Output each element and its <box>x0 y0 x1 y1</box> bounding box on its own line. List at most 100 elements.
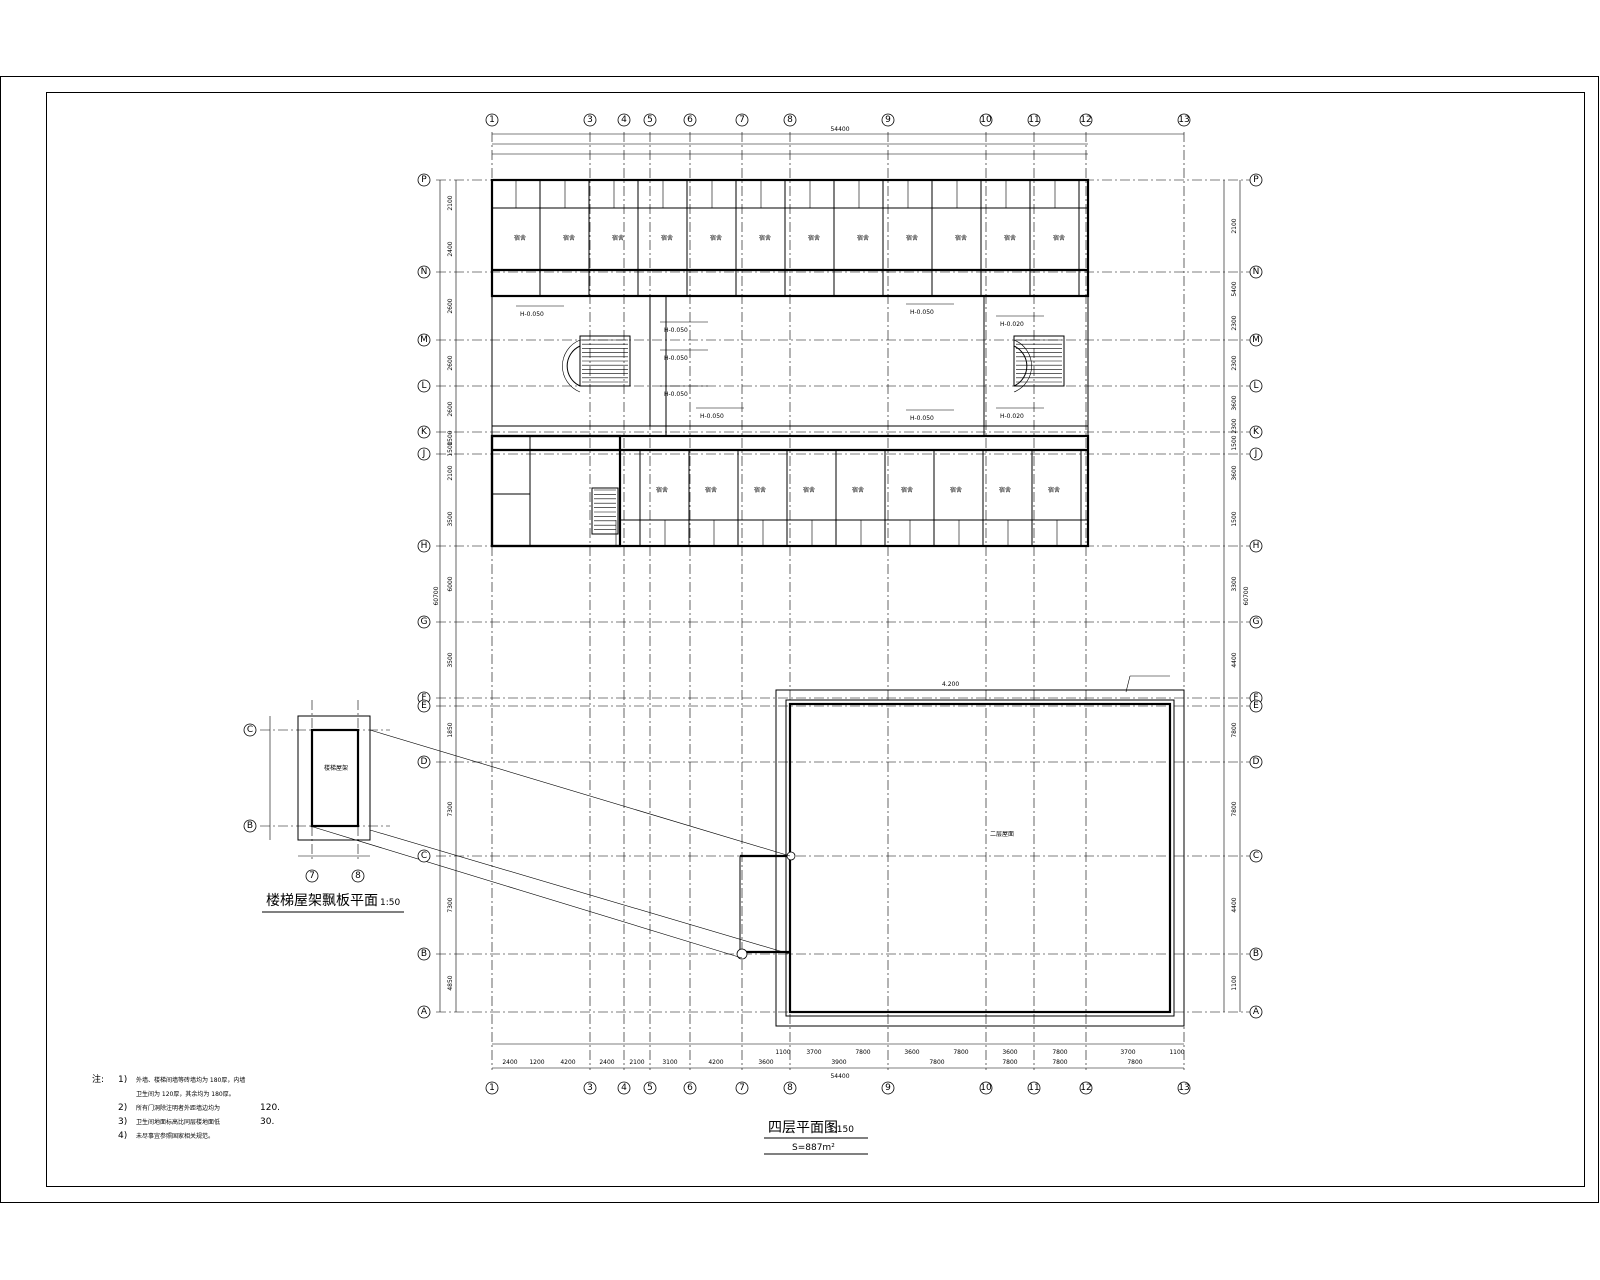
row-label-F: F <box>421 693 426 703</box>
row-bubble-A <box>417 1005 431 1019</box>
col-label-9: 9 <box>885 1083 891 1093</box>
row-label-F: F <box>1253 693 1258 703</box>
drawing-scale: 1:150 <box>828 1125 854 1135</box>
dim-left: 2600 <box>447 298 454 313</box>
row-label-C: C <box>421 851 427 861</box>
room-label-top: 宿舍 <box>808 234 820 242</box>
west-stair <box>562 335 631 393</box>
inset-col-8: 8 <box>355 871 361 881</box>
row-bubble-H <box>417 539 431 553</box>
col-label-8: 8 <box>787 1083 793 1093</box>
col-bubble-13 <box>1177 113 1191 127</box>
dim-bottom: 3100 <box>662 1059 677 1066</box>
row-bubble-K <box>1249 425 1263 439</box>
room-label-bottom: 宿舍 <box>1048 486 1060 494</box>
room-label-bottom: 宿舍 <box>852 486 864 494</box>
col-bubble-9 <box>881 113 895 127</box>
room-label-bottom: 宿舍 <box>950 486 962 494</box>
col-label-6: 6 <box>687 115 693 125</box>
dim-bottom: 7800 <box>1052 1059 1067 1066</box>
col-label-4: 4 <box>621 115 627 125</box>
row-bubble-G <box>1249 615 1263 629</box>
col-bubble-6 <box>683 113 697 127</box>
dim-bottom: 4200 <box>708 1059 723 1066</box>
dim-roof-bottom: 7800 <box>953 1049 968 1056</box>
dim-right: 2100 <box>1231 218 1238 233</box>
row-label-P: P <box>1253 175 1259 185</box>
outer-frame <box>0 76 1599 1203</box>
dim-bottom: 7800 <box>1002 1059 1017 1066</box>
row-bubble-E <box>417 699 431 713</box>
col-bubble-12 <box>1079 113 1093 127</box>
note-text: 卫生间为 120厚，其余均为 180厚。 <box>136 1090 235 1098</box>
dim-roof-bottom: 3600 <box>1002 1049 1017 1056</box>
col-bubble-8 <box>783 113 797 127</box>
dim-right: 1100 <box>1231 975 1238 990</box>
service-stair <box>591 487 619 535</box>
col-bubble-5 <box>643 113 657 127</box>
row-label-P: P <box>421 175 427 185</box>
row-bubble-L <box>417 379 431 393</box>
room-label-top: 宿舍 <box>955 234 967 242</box>
row-bubble-J <box>417 447 431 461</box>
dim-left: 1500 <box>447 430 454 445</box>
note-text: 卫生间地面标高比同层楼地面低 <box>136 1118 220 1126</box>
row-label-A: A <box>1253 1007 1260 1017</box>
dim-bottom: 4200 <box>560 1059 575 1066</box>
dim-right-total: 60700 <box>1243 586 1250 605</box>
inset-scale: 1:50 <box>380 898 400 908</box>
col-label-13: 13 <box>1178 1083 1189 1093</box>
row-bubble-E <box>1249 699 1263 713</box>
note-text: 未尽事宜参照国家相关规范。 <box>136 1132 214 1140</box>
col-label-11: 11 <box>1028 1083 1039 1093</box>
col-bubble-13 <box>1177 1081 1191 1095</box>
row-bubble-D <box>417 755 431 769</box>
col-bubble-7 <box>735 1081 749 1095</box>
title-block: 四层平面图 1:150 S=887m² <box>764 1120 868 1155</box>
room-label-top: 宿舍 <box>514 234 526 242</box>
dim-right: 3300 <box>1231 576 1238 591</box>
notes-heading: 注: <box>92 1073 104 1085</box>
dim-right: 7800 <box>1231 722 1238 737</box>
room-label-top: 宿舍 <box>857 234 869 242</box>
dim-roof-bottom: 3700 <box>1120 1049 1135 1056</box>
row-label-C: C <box>1253 851 1259 861</box>
note-text: 所有门洞除注明者外距墙边均为 <box>136 1104 220 1112</box>
dim-left: 4850 <box>447 975 454 990</box>
drawing-area: S=887m² <box>792 1143 835 1153</box>
col-label-9: 9 <box>885 115 891 125</box>
dim-top-total: 54400 <box>830 126 849 133</box>
room-label-bottom: 宿舍 <box>901 486 913 494</box>
inset-row-b: B <box>247 821 253 831</box>
col-bubble-10 <box>979 113 993 127</box>
dim-right: 3600 <box>1231 465 1238 480</box>
col-bubble-6 <box>683 1081 697 1095</box>
col-label-7: 7 <box>739 1083 745 1093</box>
inset-leader-top <box>369 729 791 857</box>
inset-label: 楼梯屋架 <box>324 764 348 772</box>
col-label-6: 6 <box>687 1083 693 1093</box>
room-label-top: 宿舍 <box>759 234 771 242</box>
row-label-N: N <box>421 267 428 277</box>
col-label-8: 8 <box>787 115 793 125</box>
room-label-top: 宿舍 <box>661 234 673 242</box>
row-label-E: E <box>421 701 427 711</box>
dim-bottom: 7800 <box>929 1059 944 1066</box>
row-label-L: L <box>421 381 426 391</box>
dim-left: 1500 <box>447 441 454 456</box>
note-text: 外墙、楼梯间墙等砖墙均为 180厚，内墙 <box>136 1076 245 1084</box>
dim-right: 4400 <box>1231 652 1238 667</box>
row-bubble-C <box>1249 849 1263 863</box>
room-label-bottom: 宿舍 <box>754 486 766 494</box>
row-label-G: G <box>1253 617 1260 627</box>
col-label-3: 3 <box>587 115 593 125</box>
row-label-E: E <box>1253 701 1259 711</box>
col-label-12: 12 <box>1080 1083 1091 1093</box>
level-mark: H-0.050 <box>664 391 688 398</box>
col-label-7: 7 <box>739 115 745 125</box>
row-bubble-P <box>417 173 431 187</box>
dim-right: 2300 <box>1231 418 1238 433</box>
room-label-top: 宿舍 <box>1053 234 1065 242</box>
